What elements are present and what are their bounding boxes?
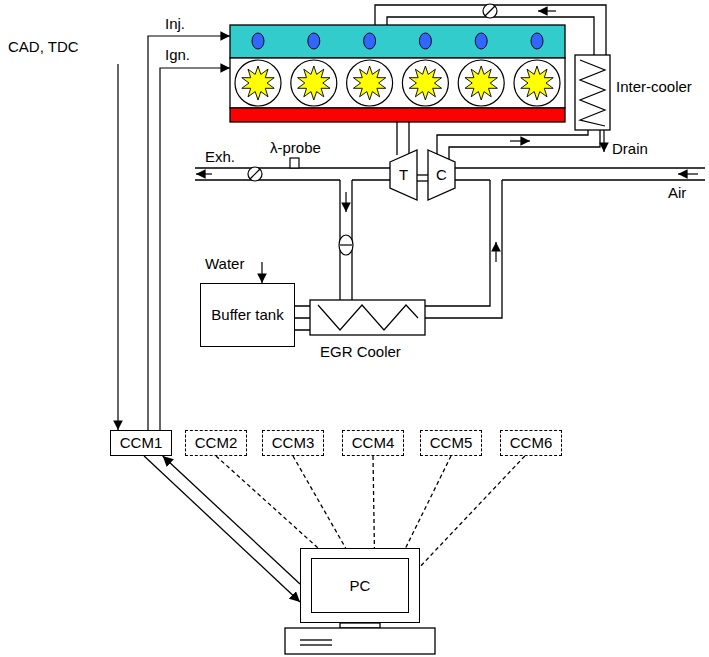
combustion-star — [298, 66, 330, 100]
boost-pipe — [449, 130, 600, 165]
computer-base — [285, 623, 435, 654]
exhaust-pipe — [195, 179, 392, 180]
flow-arrow — [678, 173, 698, 174]
connector-line — [417, 180, 428, 181]
node-text: CCM1 — [120, 434, 163, 451]
egr-cooler — [310, 300, 425, 335]
part-label: EGR Cooler — [320, 343, 401, 360]
injector-drop — [308, 33, 320, 49]
connector-line — [406, 456, 451, 548]
connector-line — [417, 174, 428, 175]
flow-arrow — [196, 173, 212, 174]
flow-arrow — [495, 242, 496, 262]
injector-drop — [531, 33, 543, 49]
part-label: Air — [668, 184, 686, 201]
signal-link — [144, 456, 300, 602]
oil-band — [230, 108, 565, 122]
cylinder — [458, 60, 504, 106]
node-text: CCM2 — [195, 434, 238, 451]
turbine: T — [390, 150, 417, 200]
egr-return-pipe — [425, 180, 490, 306]
throttle-valve — [483, 4, 497, 18]
combustion-star — [521, 66, 553, 100]
control-module: CCM2 — [185, 430, 247, 456]
node-text: PC — [350, 577, 371, 594]
node-text: C — [436, 166, 447, 183]
combustion-star — [353, 66, 385, 100]
signal-wire — [117, 64, 118, 430]
air-pipe — [453, 179, 705, 180]
dashed-link — [216, 456, 318, 548]
signal-wire — [160, 68, 230, 430]
dashed-link — [373, 456, 374, 548]
cylinder — [514, 60, 560, 106]
throttle-valve — [248, 167, 262, 181]
dashed-link — [406, 456, 451, 548]
control-module: CCM1 — [110, 430, 172, 456]
part-label: Inter-cooler — [616, 78, 692, 95]
node-text: CCM6 — [510, 434, 553, 451]
connector-line — [163, 456, 300, 584]
control-module: CCM3 — [262, 430, 324, 456]
cylinder — [402, 60, 448, 106]
cylinder — [291, 60, 337, 106]
shaft-connector — [417, 175, 428, 181]
drain-arrow — [603, 130, 604, 152]
connector-line — [144, 456, 300, 602]
signal-link — [163, 456, 300, 584]
node-text: T — [399, 166, 408, 183]
part-label: λ-probe — [270, 139, 321, 156]
injector-drop — [419, 33, 431, 49]
intercooler — [575, 55, 610, 130]
dashed-link — [293, 456, 346, 548]
combustion-star — [465, 66, 497, 100]
part-label: Water — [205, 255, 244, 272]
egr-cooler-coil — [318, 305, 418, 330]
part-label: Ign. — [165, 46, 190, 63]
cylinders — [235, 33, 560, 106]
intercooler-coil — [580, 60, 605, 126]
computer-monitor: PC — [300, 548, 420, 623]
injector-drop — [364, 33, 376, 49]
control-module: CCM6 — [500, 430, 562, 456]
lambda-probe — [290, 158, 299, 168]
injector-drop — [252, 33, 264, 49]
water-arrow — [261, 262, 262, 283]
combustion-star — [409, 66, 441, 100]
cylinder-block — [230, 58, 565, 108]
node-text: Buffer tank — [211, 306, 283, 323]
signal-wire — [148, 36, 230, 430]
injector-drop — [475, 33, 487, 49]
part-label: CAD, TDC — [8, 38, 79, 55]
flow-arrow — [345, 192, 346, 212]
cylinder — [347, 60, 393, 106]
injector-band — [230, 25, 565, 58]
part-label: Drain — [612, 140, 648, 157]
egr-valve — [339, 235, 353, 255]
node-text: CCM3 — [272, 434, 315, 451]
part-label: Inj. — [165, 15, 185, 32]
connector-line — [420, 456, 525, 567]
flow-arrow — [538, 10, 556, 11]
node-text: CCM4 — [352, 434, 395, 451]
control-module: CCM5 — [420, 430, 482, 456]
connector-line — [293, 456, 346, 548]
exhaust-manifold — [396, 122, 397, 155]
connector-line — [373, 456, 374, 548]
air-pipe — [453, 167, 705, 168]
node-text: CCM5 — [430, 434, 473, 451]
flow-arrow — [510, 140, 530, 141]
buffer-tank: Buffer tank — [200, 283, 295, 347]
dashed-link — [420, 456, 525, 567]
connector-line — [216, 456, 318, 548]
compressor: C — [428, 150, 455, 200]
control-module: CCM4 — [342, 430, 404, 456]
combustion-star — [242, 66, 274, 100]
part-label: Exh. — [205, 148, 235, 165]
exhaust-manifold — [408, 122, 409, 155]
cylinder — [235, 60, 281, 106]
egr-return-pipe — [425, 180, 502, 318]
